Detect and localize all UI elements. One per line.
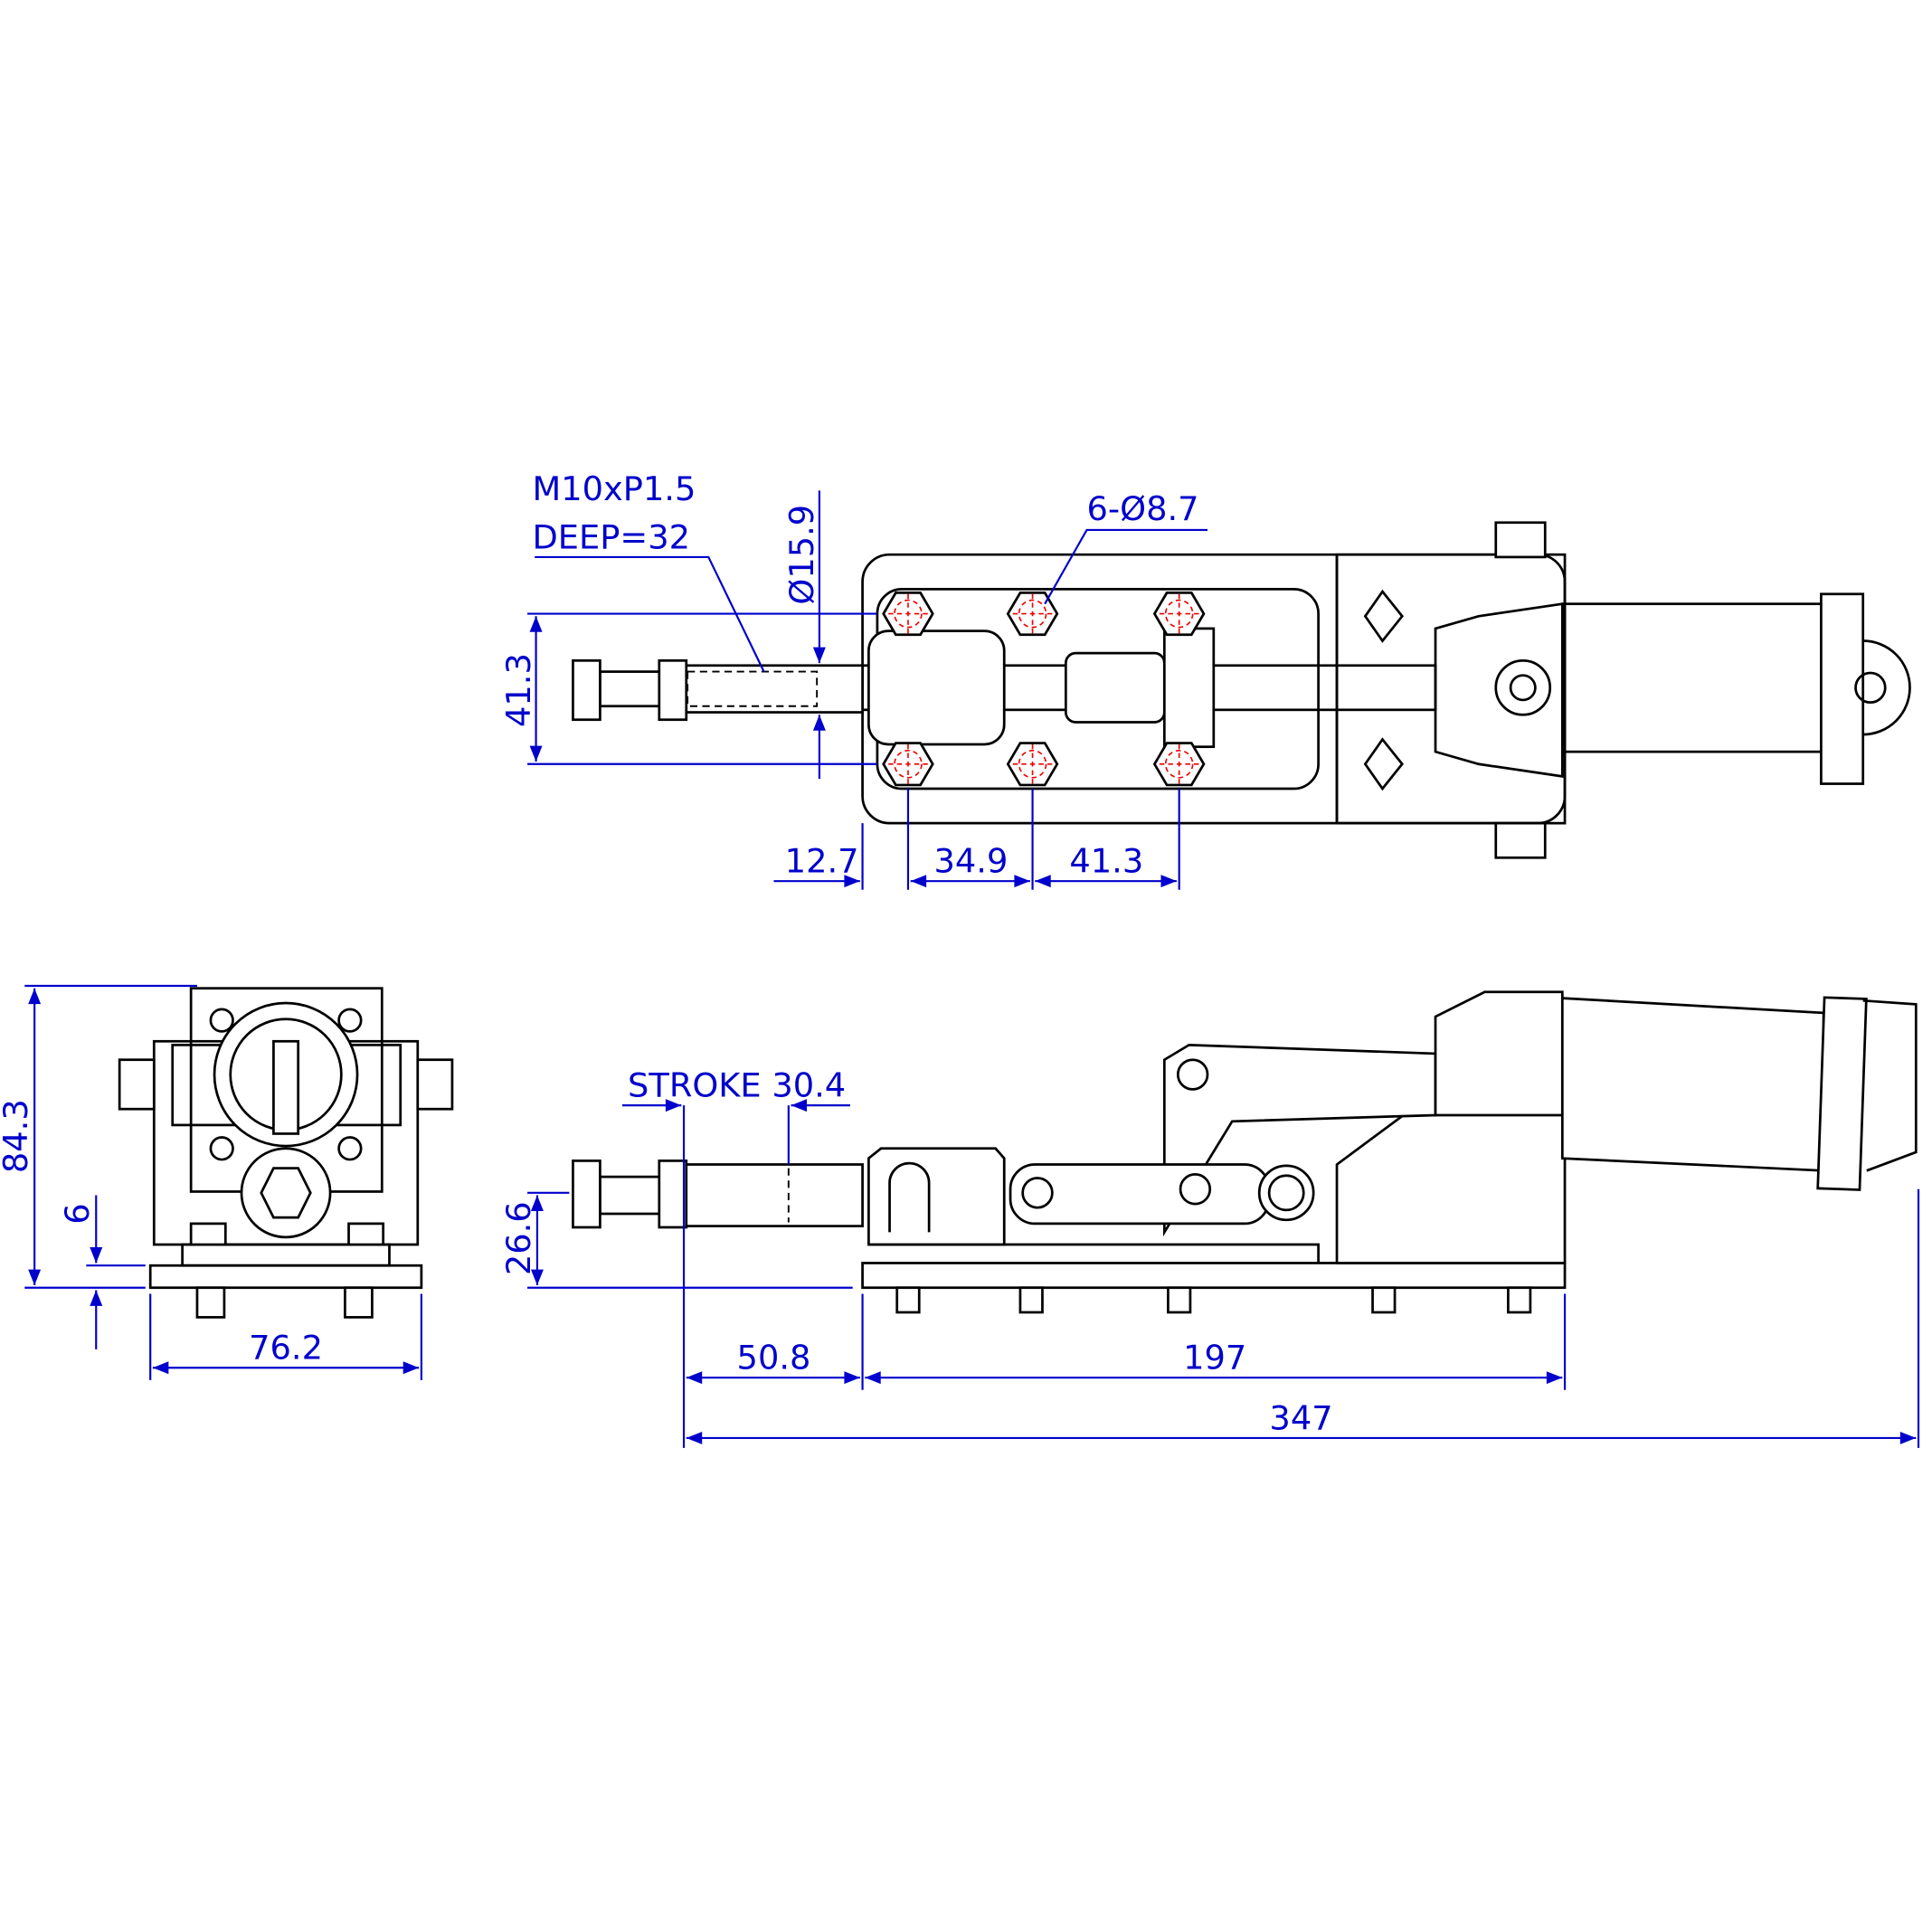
dim-base-thickness: 6	[58, 1203, 97, 1224]
dim-overall-height: 84.3	[0, 1099, 35, 1173]
dim-rod-height: 26.6	[499, 1201, 538, 1275]
dim-hole-pitch-1: 34.9	[934, 842, 1009, 881]
dim-overall-length: 347	[1269, 1398, 1332, 1437]
dim-rod-diameter: Ø15.9	[782, 505, 821, 605]
mounting-holes	[882, 592, 1206, 787]
stroke-label: STROKE 30.4	[628, 1066, 846, 1105]
dim-edge-to-hole: 12.7	[785, 842, 859, 881]
dim-rod-extension: 50.8	[737, 1339, 811, 1377]
thread-label: M10xP1.5	[532, 469, 696, 508]
dim-base-width: 76.2	[249, 1329, 323, 1368]
deep-label: DEEP=32	[532, 517, 690, 556]
dim-base-length: 197	[1183, 1339, 1246, 1377]
dim-hole-spacing-vertical: 41.3	[499, 653, 538, 727]
side-view: STROKE 30.4 26.6 50.8 197 347	[499, 990, 1920, 1448]
front-view: 84.3 6 76.2	[0, 984, 454, 1380]
hole-callout: 6-Ø8.7	[1087, 489, 1199, 528]
top-view: 41.3 Ø15.9 M10xP1.5 DEEP=32 6-Ø8.7 12.7 …	[499, 469, 1911, 890]
dim-hole-pitch-2: 41.3	[1069, 842, 1143, 881]
